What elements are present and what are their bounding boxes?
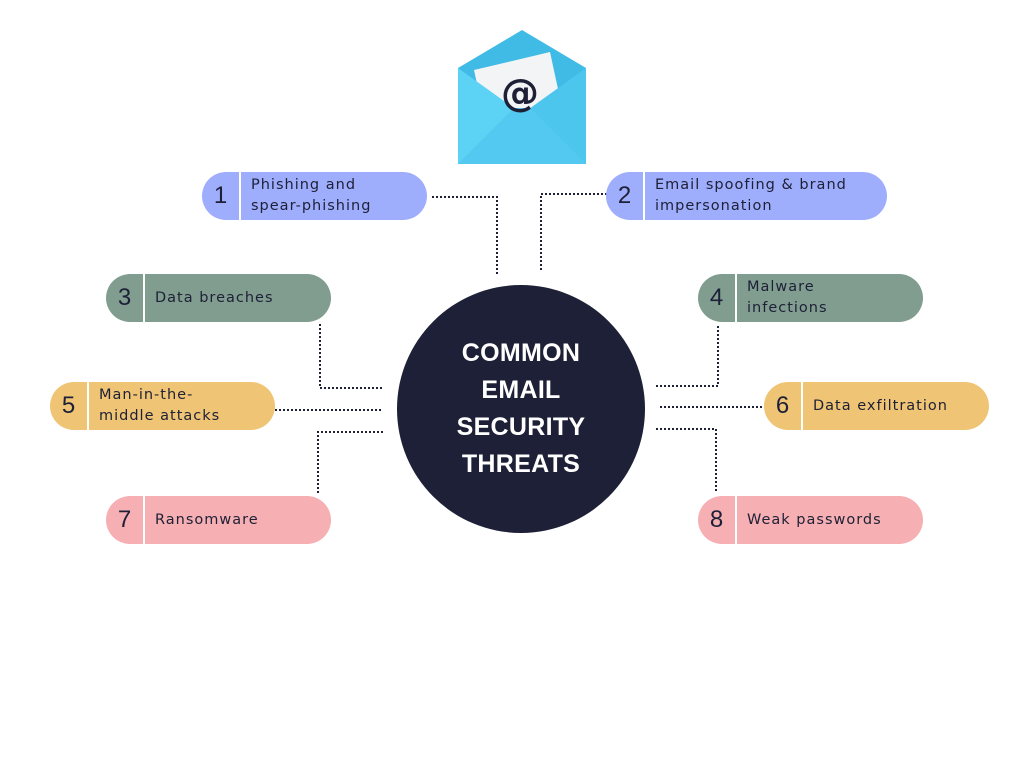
threat-number: 5 — [50, 382, 89, 430]
threat-label: Man-in-the- middle attacks — [89, 385, 230, 427]
connector-1 — [432, 196, 498, 275]
threat-pill-6: 6 Data exfiltration — [764, 382, 989, 430]
threat-label-line: Email spoofing & brand — [655, 177, 847, 193]
threat-pill-1: 1 Phishing and spear-phishing — [202, 172, 427, 220]
diagram-title: COMMON EMAIL SECURITY THREATS — [456, 339, 586, 478]
threat-label-line: Ransomware — [155, 511, 259, 528]
threat-number: 3 — [106, 274, 145, 322]
threat-number: 1 — [202, 172, 241, 220]
threat-label-line: Malware — [747, 279, 815, 295]
connector-3 — [319, 324, 383, 389]
threat-label: Weak passwords — [737, 510, 892, 531]
threat-label: Email spoofing & brand impersonation — [645, 175, 857, 217]
threat-number: 2 — [606, 172, 645, 220]
envelope-back-flap — [458, 30, 586, 68]
connector-8 — [656, 428, 717, 492]
threat-pill-7: 7 Ransomware — [106, 496, 331, 544]
threat-pill-3: 3 Data breaches — [106, 274, 331, 322]
threat-number: 4 — [698, 274, 737, 322]
threat-label-line: impersonation — [655, 198, 773, 214]
threat-label-line: Man-in-the- — [99, 387, 194, 403]
connector-4 — [656, 326, 719, 387]
threat-label: Data breaches — [145, 288, 284, 309]
threat-number: 7 — [106, 496, 145, 544]
threat-pill-5: 5 Man-in-the- middle attacks — [50, 382, 275, 430]
threat-label: Ransomware — [145, 510, 269, 531]
envelope-left-flap — [458, 68, 522, 164]
threat-label-line: Phishing and — [251, 177, 357, 193]
threat-label: Data exfiltration — [803, 396, 958, 417]
envelope-icon: @ — [458, 30, 586, 164]
connector-2 — [540, 193, 607, 272]
threat-pill-4: 4 Malware infections — [698, 274, 923, 322]
threat-label-line: Data breaches — [155, 289, 274, 306]
threat-label-line: middle attacks — [99, 408, 221, 424]
threat-number: 6 — [764, 382, 803, 430]
threat-pill-2: 2 Email spoofing & brand impersonation — [606, 172, 887, 220]
envelope-right-flap — [522, 68, 586, 164]
threat-label-line: infections — [747, 300, 828, 316]
threat-number: 8 — [698, 496, 737, 544]
connector-7 — [317, 431, 383, 494]
envelope-bottom-flap — [458, 108, 586, 164]
central-topic-circle: COMMON EMAIL SECURITY THREATS — [397, 285, 645, 533]
threat-label: Malware infections — [737, 277, 838, 319]
threat-label-line: Weak passwords — [747, 511, 882, 528]
threat-label: Phishing and spear-phishing — [241, 175, 381, 217]
threat-label-line: Data exfiltration — [813, 397, 948, 414]
at-sign-icon: @ — [501, 71, 539, 115]
threat-pill-8: 8 Weak passwords — [698, 496, 923, 544]
threat-label-line: spear-phishing — [251, 198, 372, 214]
